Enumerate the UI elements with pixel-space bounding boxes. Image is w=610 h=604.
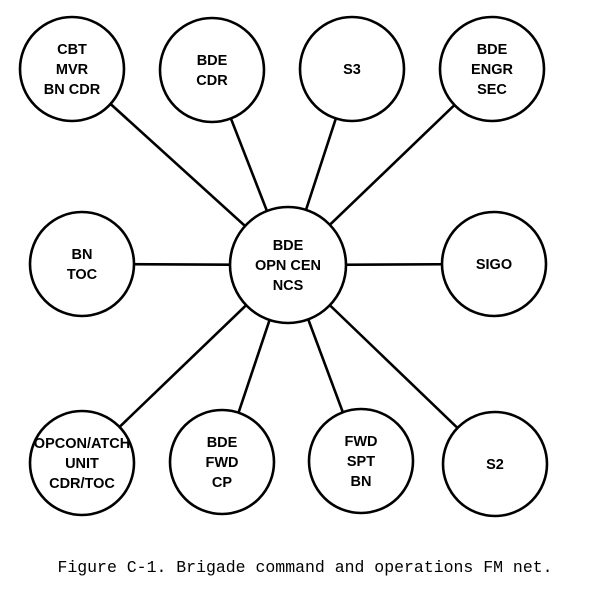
node-bde-fwd-cp: BDE FWD CP	[168, 408, 276, 516]
node-circle-bde-fwd-cp	[168, 408, 276, 516]
node-bn-toc: BN TOC	[28, 210, 136, 318]
node-label-line: S3	[343, 62, 361, 78]
node-bde-engr-sec: BDE ENGR SEC	[438, 15, 546, 123]
node-bde-cdr: BDE CDR	[158, 16, 266, 124]
node-circle-bde-cdr	[158, 16, 266, 124]
node-label-line: SPT	[347, 454, 375, 470]
node-circle-s3	[298, 15, 406, 123]
node-label-line: BDE	[197, 53, 228, 69]
node-label-line: BN	[72, 247, 93, 263]
node-label-line: SIGO	[476, 257, 512, 273]
node-circle-s2	[441, 410, 549, 518]
node-label-line: ENGR	[471, 62, 513, 78]
node-label-line: OPCON/ATCH	[34, 436, 130, 452]
node-circle-opcon-atch-unit-cdr-toc	[28, 409, 136, 517]
node-circle-bn-toc	[28, 210, 136, 318]
node-circle-bde-engr-sec	[438, 15, 546, 123]
node-label-line: CDR/TOC	[49, 476, 115, 492]
node-label-line: TOC	[67, 267, 98, 283]
node-label-line: BN CDR	[44, 82, 101, 98]
node-circle-hub	[228, 205, 348, 325]
node-fwd-spt-bn: FWD SPT BN	[307, 407, 415, 515]
node-hub: BDE OPN CEN NCS	[228, 205, 348, 325]
node-s3: S3	[298, 15, 406, 123]
node-label-line: BN	[351, 474, 372, 490]
node-label-line: NCS	[273, 278, 304, 294]
figure-caption: Figure C-1. Brigade command and operatio…	[57, 558, 553, 577]
node-circle-cbt-mvr-bn-cdr	[18, 15, 126, 123]
node-circle-fwd-spt-bn	[307, 407, 415, 515]
node-label-line: UNIT	[65, 456, 99, 472]
node-label-line: OPN CEN	[255, 258, 321, 274]
node-sigo: SIGO	[440, 210, 548, 318]
node-label-line: S2	[486, 457, 504, 473]
node-label-line: CDR	[196, 73, 228, 89]
node-cbt-mvr-bn-cdr: CBT MVR BN CDR	[18, 15, 126, 123]
node-s2: S2	[441, 410, 549, 518]
node-label-line: CBT	[57, 42, 87, 58]
node-label-line: FWD	[205, 455, 238, 471]
node-label-line: FWD	[344, 434, 377, 450]
node-opcon-atch-unit-cdr-toc: OPCON/ATCH UNIT CDR/TOC	[28, 409, 136, 517]
node-label-line: MVR	[56, 62, 89, 78]
node-label-line: BDE	[477, 42, 508, 58]
node-label-line: BDE	[207, 435, 238, 451]
node-label-line: BDE	[273, 238, 304, 254]
node-circle-sigo	[440, 210, 548, 318]
node-label-line: SEC	[477, 82, 507, 98]
node-label-line: CP	[212, 475, 232, 491]
